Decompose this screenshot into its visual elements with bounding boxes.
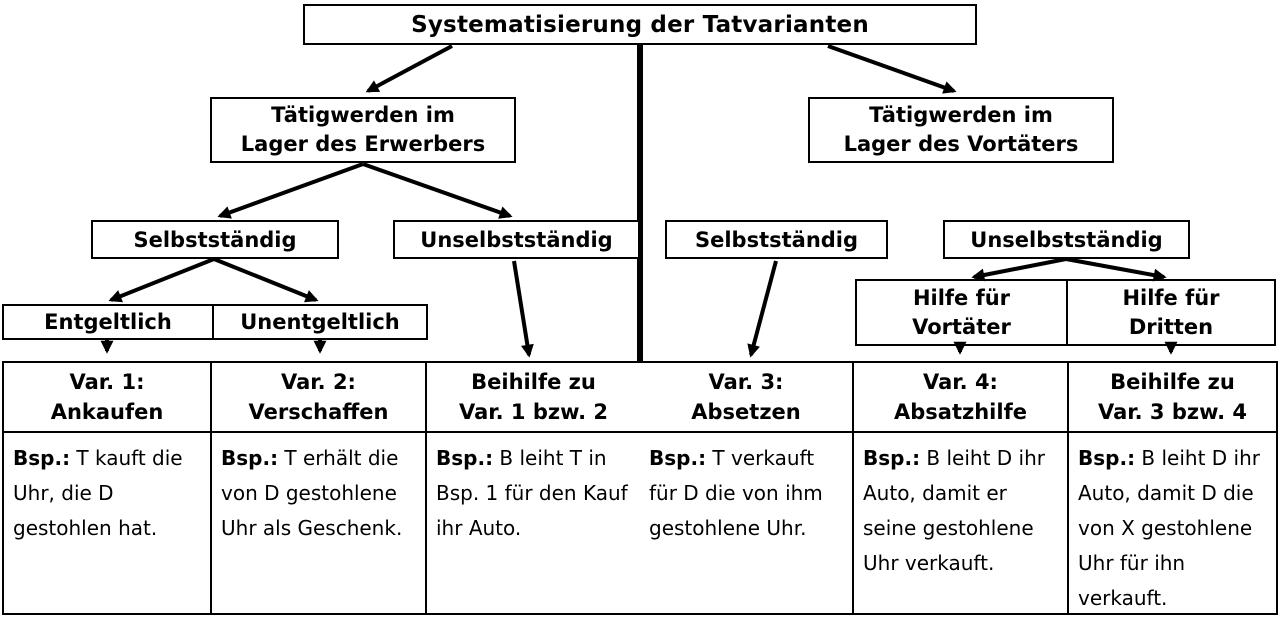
box-unselbststaendig-left: Unselbstständig bbox=[393, 220, 640, 259]
example-text: T verkauft für D die von ihm gestohlene … bbox=[649, 446, 823, 540]
example-text: T erhält die von D gestohlene Uhr als Ge… bbox=[221, 446, 403, 540]
box-selbststaendig-right: Selbstständig bbox=[665, 220, 888, 259]
arrow-unselbst-to-hilfe-vortaeter bbox=[971, 257, 1067, 282]
box-entgeltlich: Entgeltlich bbox=[2, 304, 214, 340]
box-taetigwerden-erwerber: Tätigwerden im Lager des Erwerbers bbox=[210, 97, 516, 163]
example-text: B leiht D ihr Auto, damit D die von X ge… bbox=[1078, 446, 1261, 610]
example-text: B leiht T in Bsp. 1 für den Kauf ihr Aut… bbox=[436, 446, 628, 540]
box-taetigwerden-vortaeter: Tätigwerden im Lager des Vortäters bbox=[808, 97, 1114, 163]
example-label: Bsp.: bbox=[649, 446, 707, 470]
variant-cell-1: Var. 1: Ankaufen bbox=[4, 363, 212, 433]
example-label: Bsp.: bbox=[863, 446, 921, 470]
example-label: Bsp.: bbox=[1078, 446, 1136, 470]
arrow-selbst-to-entgeltlich bbox=[108, 257, 215, 303]
variant-cell-4: Var. 4: Absatzhilfe bbox=[854, 363, 1069, 433]
variants-table: Var. 1: Ankaufen Var. 2: Verschaffen Bei… bbox=[2, 361, 1278, 615]
example-cell-6: Bsp.: B leiht D ihr Auto, damit D die vo… bbox=[1069, 433, 1276, 613]
example-label: Bsp.: bbox=[13, 446, 71, 470]
arrow-title-to-vortaeter bbox=[827, 44, 957, 94]
box-unselbststaendig-right: Unselbstständig bbox=[943, 220, 1190, 259]
example-cell-5: Bsp.: B leiht D ihr Auto, damit er seine… bbox=[854, 433, 1069, 613]
example-cell-2: Bsp.: T erhält die von D gestohlene Uhr … bbox=[212, 433, 427, 613]
center-divider-line bbox=[637, 45, 643, 615]
arrow-erwerber-to-unselbst bbox=[362, 162, 513, 219]
arrow-selbst-to-unentgeltlich bbox=[213, 257, 319, 303]
arrow-unselbst-to-beihilfe-1-2 bbox=[512, 260, 534, 358]
example-label: Bsp.: bbox=[436, 446, 494, 470]
example-cell-1: Bsp.: T kauft die Uhr, die D gestohlen h… bbox=[4, 433, 212, 613]
arrow-erwerber-to-selbst bbox=[217, 162, 364, 219]
example-cell-3: Bsp.: B leiht T in Bsp. 1 für den Kauf i… bbox=[427, 433, 640, 613]
box-selbststaendig-left: Selbstständig bbox=[91, 220, 339, 259]
arrow-title-to-erwerber bbox=[365, 44, 453, 93]
arrow-selbst-to-var3 bbox=[747, 260, 778, 358]
arrow-unselbst-to-hilfe-dritten bbox=[1065, 257, 1167, 282]
example-label: Bsp.: bbox=[221, 446, 279, 470]
box-unentgeltlich: Unentgeltlich bbox=[212, 304, 428, 340]
variant-cell-2: Var. 2: Verschaffen bbox=[212, 363, 427, 433]
variant-cell-3: Var. 3: Absetzen bbox=[640, 363, 854, 433]
box-hilfe-dritten: Hilfe für Dritten bbox=[1066, 279, 1276, 346]
variant-cell-beihilfe-1-2: Beihilfe zu Var. 1 bzw. 2 bbox=[427, 363, 640, 433]
example-text: T kauft die Uhr, die D gestohlen hat. bbox=[13, 446, 183, 540]
example-text: B leiht D ihr Auto, damit er seine gesto… bbox=[863, 446, 1046, 575]
box-hilfe-vortaeter: Hilfe für Vortäter bbox=[855, 279, 1068, 346]
example-cell-4: Bsp.: T verkauft für D die von ihm gesto… bbox=[640, 433, 854, 613]
diagram-title-box: Systematisierung der Tatvarianten bbox=[303, 4, 977, 45]
variant-cell-beihilfe-3-4: Beihilfe zu Var. 3 bzw. 4 bbox=[1069, 363, 1276, 433]
